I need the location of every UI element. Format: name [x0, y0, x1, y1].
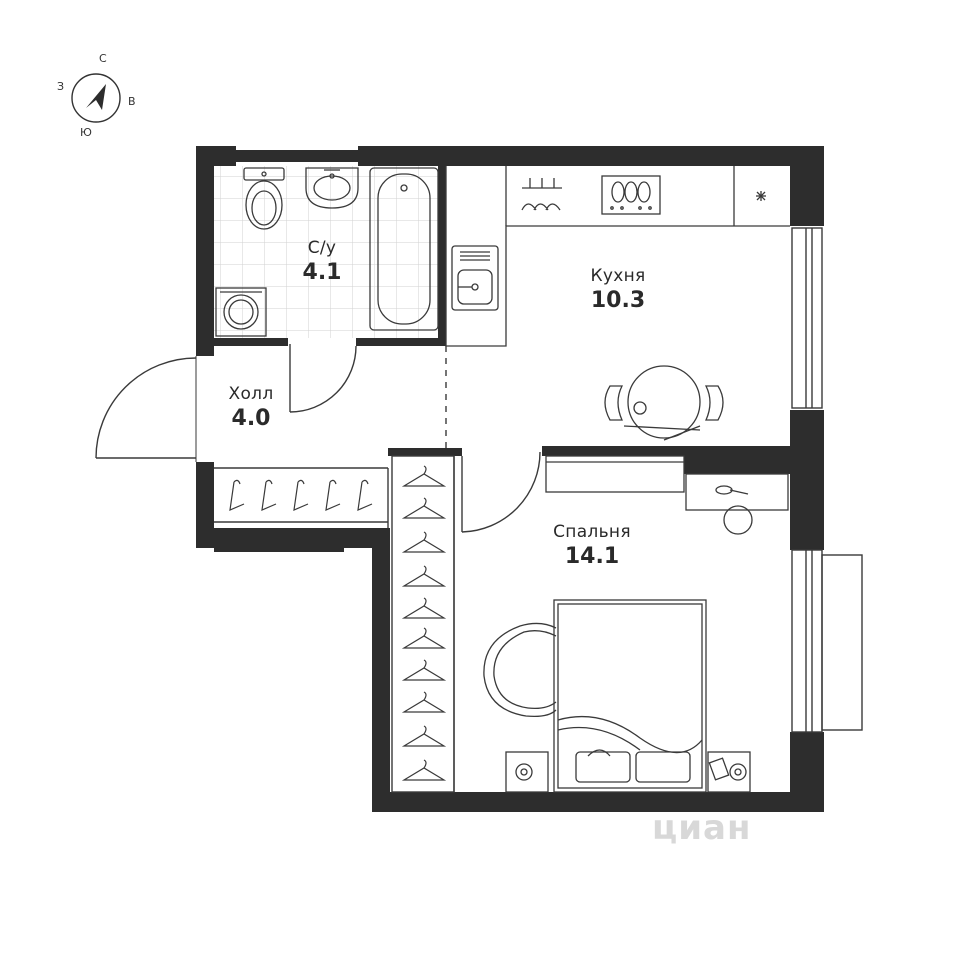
compass-north: С [99, 52, 107, 65]
bathroom-name: С/у [307, 238, 337, 258]
kitchen-name: Кухня [590, 266, 646, 286]
washing-machine-icon [215, 287, 267, 337]
wardrobe-hangers [401, 465, 447, 781]
kitchen-counter [445, 166, 790, 347]
dresser-icon [545, 455, 685, 493]
stove-icon [601, 175, 661, 215]
hall-closet-hangers [229, 479, 373, 511]
kitchen-area: 10.3 [590, 288, 646, 313]
watermark-logo: циан [652, 808, 752, 848]
hall-name: Холл [228, 384, 274, 404]
kitchen-sink-icon [451, 245, 499, 311]
sink-icon [305, 167, 359, 209]
hall-area: 4.0 [231, 406, 271, 431]
nightstand-left-icon [505, 751, 549, 793]
bathroom-door [289, 344, 357, 413]
range-hood-icon [521, 178, 562, 211]
thin-lines [214, 227, 863, 793]
round-rug-icon [483, 622, 557, 718]
fridge-icon [756, 191, 766, 201]
compass-south: Ю [80, 126, 92, 139]
bedroom-door [461, 451, 541, 533]
bedroom-name: Спальня [553, 522, 631, 542]
nightstand-right-icon [707, 751, 751, 793]
desk-icon [685, 473, 789, 535]
bedroom-area: 14.1 [564, 544, 620, 569]
walls [196, 146, 824, 812]
compass-east: В [128, 95, 136, 108]
bed-icon [553, 599, 707, 793]
compass-west: З [57, 80, 65, 93]
bathroom-label: С/у 4.1 [303, 238, 342, 285]
kitchen-label: Кухня 10.3 [590, 266, 645, 313]
hall-label: Холл 4.0 [229, 384, 274, 431]
bathroom-floor-tiles [213, 166, 443, 338]
entrance-door [95, 356, 197, 462]
bathtub-icon [369, 167, 439, 331]
bathroom-area: 4.1 [302, 260, 342, 285]
toilet-icon [243, 167, 285, 230]
compass-icon [71, 73, 121, 123]
bedroom-label: Спальня 14.1 [553, 522, 631, 569]
dining-table-icon [604, 365, 724, 441]
